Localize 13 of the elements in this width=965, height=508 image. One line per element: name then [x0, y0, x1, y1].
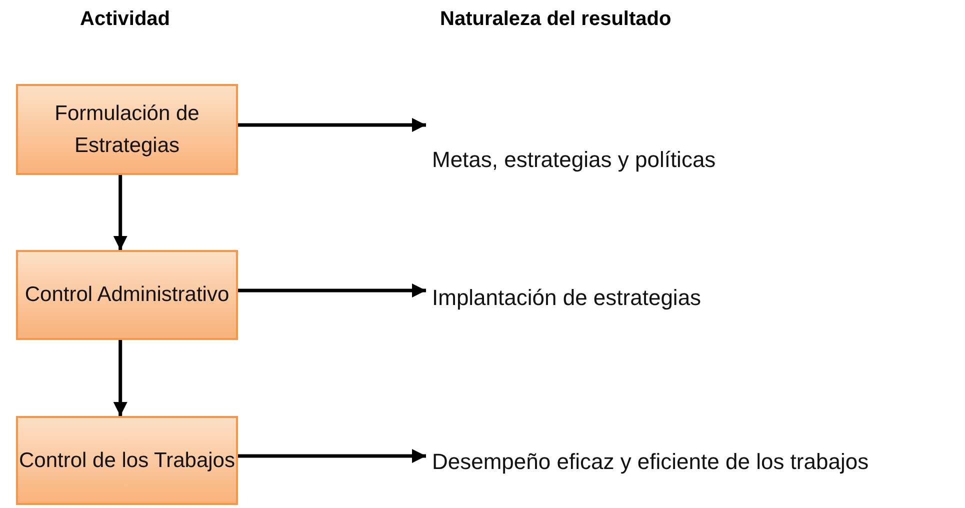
- activity-box: Control Administrativo: [16, 250, 238, 340]
- arrow: [238, 449, 426, 464]
- result-text: Desempeño eficaz y eficiente de los trabajos: [432, 437, 962, 487]
- arrow: [238, 118, 426, 132]
- arrow: [113, 340, 128, 416]
- result-text: Metas, estrategias y políticas: [432, 135, 952, 185]
- column-heading: Naturaleza del resultado: [440, 8, 672, 31]
- activity-box: Formulación de Estrategias: [16, 84, 238, 175]
- activity-box: Control de los Trabajos: [16, 416, 238, 505]
- arrow: [238, 284, 426, 298]
- result-text: Implantación de estrategias: [432, 273, 952, 323]
- column-heading: Actividad: [80, 8, 170, 31]
- arrow: [113, 175, 128, 250]
